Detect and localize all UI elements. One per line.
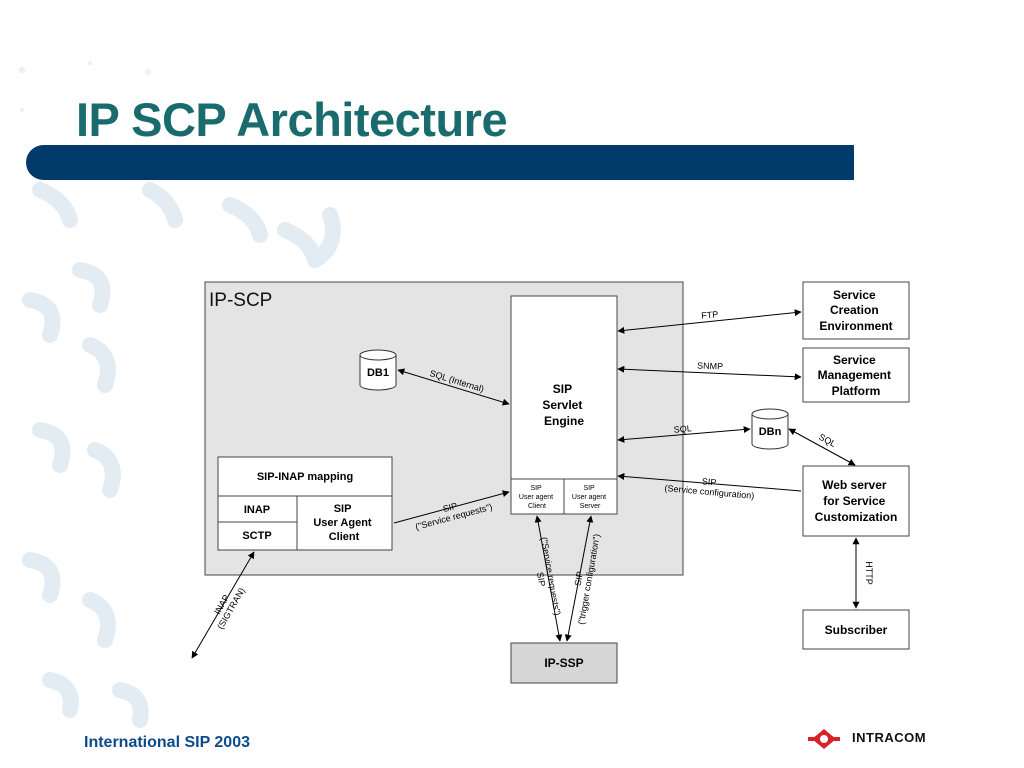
sql-arrow (617, 426, 751, 443)
snmp-arrow (617, 365, 802, 381)
title-bar (26, 145, 854, 180)
smp-box (802, 347, 910, 403)
http-label: HTTP (864, 561, 874, 585)
db1-cylinder: DB1 (359, 349, 397, 391)
ftp-label: FTP (701, 309, 719, 320)
snmp-label: SNMP (697, 361, 723, 372)
subscriber-label: Subscriber (825, 623, 888, 637)
ua-server-label: SIP User agent Server (572, 485, 608, 510)
slide-title: IP SCP Architecture (76, 93, 508, 146)
ipssp-box (510, 642, 618, 684)
servlet-engine-label: SIP Servlet Engine (542, 382, 585, 428)
sql-internal-arrow (397, 368, 510, 406)
sip-requests-arrow (393, 490, 510, 524)
inap-sigtran-arrow (191, 551, 255, 659)
sql-dbn-arrow (788, 428, 856, 466)
ftp-arrow (617, 309, 802, 334)
sctp-label: SCTP (242, 530, 271, 542)
intracom-logo (808, 729, 840, 749)
inap-label: INAP (244, 504, 270, 516)
ssp-requests-arrow (534, 515, 563, 642)
subscriber-box (802, 609, 910, 650)
servlet-engine-box (510, 295, 618, 515)
dbn-label: DBn (759, 426, 782, 438)
smp-label: Service Management Platform (818, 353, 895, 398)
db1-label: DB1 (367, 367, 389, 379)
sce-box (802, 281, 910, 340)
ipscp-label: IP-SCP (209, 290, 272, 311)
intracom-logo-icon (808, 729, 840, 749)
ua-client-label: SIP User agent Client (519, 485, 555, 510)
sql-label: SQL (673, 423, 692, 435)
dbn-cylinder: DBn (751, 408, 789, 450)
inap-mapping-box (217, 456, 393, 551)
ipssp-label: IP-SSP (544, 656, 583, 670)
sip-ua-client-label: SIP User Agent Client (313, 503, 374, 543)
ssp-trigger-arrow (564, 515, 594, 642)
inap-mapping-label: SIP-INAP mapping (257, 471, 353, 483)
footer-text: International SIP 2003 (84, 734, 250, 751)
sip-config-arrow (617, 473, 802, 492)
intracom-logo-text: INTRACOM (852, 730, 927, 745)
web-server-label: Web server for Service Customization (815, 478, 898, 524)
sce-label: Service Creation Environment (819, 288, 892, 333)
web-server-box (802, 465, 910, 537)
